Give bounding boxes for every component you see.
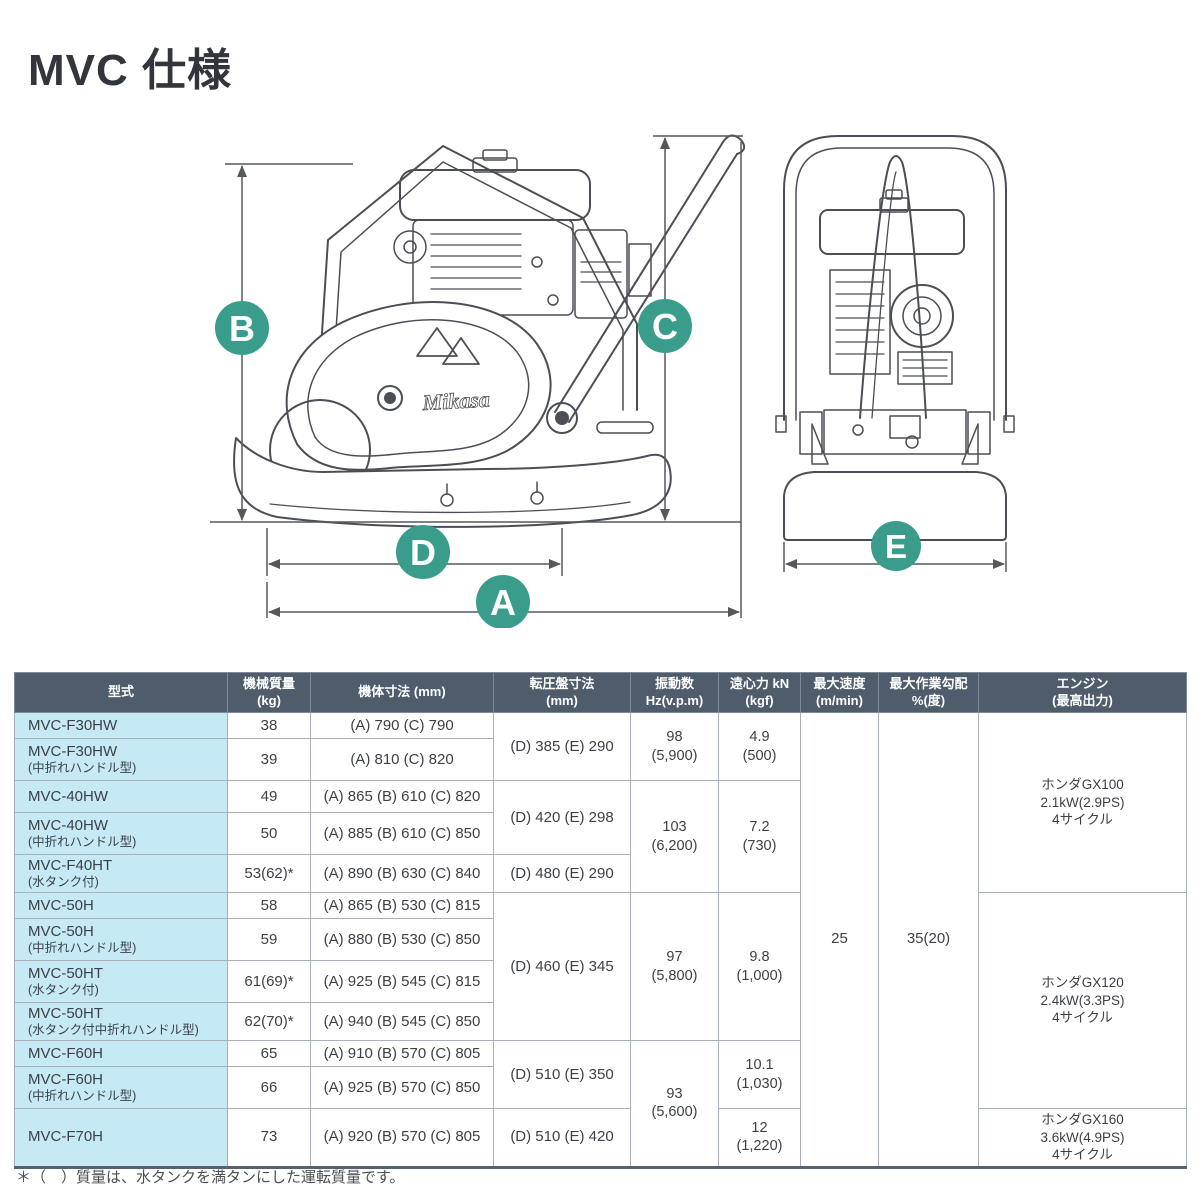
cell-model: MVC-50H(中折れハンドル型) xyxy=(14,918,228,961)
cell-force: 12(1,220) xyxy=(718,1108,801,1168)
cell-vibration: 103(6,200) xyxy=(630,780,719,893)
cell-force: 10.1(1,030) xyxy=(718,1040,801,1109)
cell-body-dims: (A) 885 (B) 610 (C) 850 xyxy=(310,812,494,855)
col-header-plate-dims: 転圧盤寸法(mm) xyxy=(493,672,631,713)
rear-view-svg: E xyxy=(775,135,1015,572)
compactor-side-art xyxy=(233,134,745,528)
cell-vibration: 97(5,800) xyxy=(630,892,719,1041)
cell-plate-dims: (D) 420 (E) 298 xyxy=(493,780,631,855)
cell-plate-dims: (D) 385 (E) 290 xyxy=(493,712,631,781)
table-row: MVC-F70H 73 (A) 920 (B) 570 (C) 805 (D) … xyxy=(14,1108,1187,1168)
cell-mass: 50 xyxy=(227,812,311,855)
cell-mass: 65 xyxy=(227,1040,311,1067)
cell-body-dims: (A) 790 (C) 790 xyxy=(310,712,494,739)
cell-force: 4.9(500) xyxy=(718,712,801,781)
cell-mass: 59 xyxy=(227,918,311,961)
col-header-speed: 最大速度(m/min) xyxy=(800,672,879,713)
table-row: MVC-F40HT(水タンク付) 53(62)* (A) 890 (B) 630… xyxy=(14,854,1187,893)
cell-body-dims: (A) 890 (B) 630 (C) 840 xyxy=(310,854,494,893)
dim-circle-b xyxy=(215,301,269,355)
cell-body-dims: (A) 940 (B) 545 (C) 850 xyxy=(310,1002,494,1041)
cell-body-dims: (A) 920 (B) 570 (C) 805 xyxy=(310,1108,494,1168)
dim-circle-e xyxy=(871,521,921,571)
dim-label-d: D xyxy=(410,532,436,573)
col-header-force: 遠心力 kN(kgf) xyxy=(718,672,801,713)
cell-mass: 49 xyxy=(227,780,311,813)
cell-mass: 39 xyxy=(227,738,311,781)
cell-body-dims: (A) 910 (B) 570 (C) 805 xyxy=(310,1040,494,1067)
dim-label-a: A xyxy=(490,582,516,623)
dim-label-e: E xyxy=(885,528,907,565)
dimension-labels-side: B C D A xyxy=(215,299,692,628)
cell-mass: 53(62)* xyxy=(227,854,311,893)
cell-model: MVC-F60H(中折れハンドル型) xyxy=(14,1066,228,1109)
table-row: MVC-40HW(中折れハンドル型) 50 (A) 885 (B) 610 (C… xyxy=(14,812,1187,855)
cell-model: MVC-40HW xyxy=(14,780,228,813)
dimension-labels-rear: E xyxy=(871,521,921,571)
footnote: ＊（ ）質量は、水タンクを満タンにした運転質量です。 xyxy=(16,1169,405,1186)
cell-mass: 58 xyxy=(227,892,311,919)
col-header-engine: エンジン(最高出力) xyxy=(978,672,1187,713)
table-row: MVC-50H(中折れハンドル型) 59 (A) 880 (B) 530 (C)… xyxy=(14,918,1187,961)
cell-body-dims: (A) 925 (B) 545 (C) 815 xyxy=(310,960,494,1003)
cell-vibration: 98(5,900) xyxy=(630,712,719,781)
cell-model: MVC-50H xyxy=(14,892,228,919)
cell-model: MVC-F40HT(水タンク付) xyxy=(14,854,228,893)
table-row: MVC-F60H(中折れハンドル型) 66 (A) 925 (B) 570 (C… xyxy=(14,1066,1187,1109)
table-row: MVC-40HW 49 (A) 865 (B) 610 (C) 820 (D) … xyxy=(14,780,1187,893)
rear-view-diagram: E xyxy=(770,112,1020,590)
cell-plate-dims: (D) 510 (E) 350 xyxy=(493,1040,631,1109)
dim-label-c: C xyxy=(652,306,678,347)
cell-mass: 61(69)* xyxy=(227,960,311,1003)
cell-force: 9.8(1,000) xyxy=(718,892,801,1041)
page-title: MVC 仕様 xyxy=(28,46,232,95)
cell-model: MVC-50HT(水タンク付中折れハンドル型) xyxy=(14,1002,228,1041)
col-header-model: 型式 xyxy=(14,672,228,713)
cell-body-dims: (A) 925 (B) 570 (C) 850 xyxy=(310,1066,494,1109)
side-view-diagram: B C D A Mikasa xyxy=(185,112,745,628)
cell-mass: 62(70)* xyxy=(227,1002,311,1041)
side-view-svg: B C D A Mikasa xyxy=(210,134,745,628)
col-header-mass: 機械質量(kg) xyxy=(227,672,311,713)
cell-body-dims: (A) 880 (B) 530 (C) 850 xyxy=(310,918,494,961)
cell-plate-dims: (D) 460 (E) 345 xyxy=(493,892,631,1041)
cell-mass: 66 xyxy=(227,1066,311,1109)
cell-body-dims: (A) 865 (B) 530 (C) 815 xyxy=(310,892,494,919)
cell-plate-dims: (D) 510 (E) 420 xyxy=(493,1108,631,1168)
cell-model: MVC-F60H xyxy=(14,1040,228,1067)
dim-label-b: B xyxy=(229,308,255,349)
cell-plate-dims: (D) 480 (E) 290 xyxy=(493,854,631,893)
table-row: MVC-50HT(水タンク付中折れハンドル型) 62(70)* (A) 940 … xyxy=(14,1002,1187,1041)
cell-model: MVC-F30HW xyxy=(14,712,228,739)
cell-body-dims: (A) 865 (B) 610 (C) 820 xyxy=(310,780,494,813)
brand-logo-text: Mikasa xyxy=(421,387,490,416)
cell-speed: 25 xyxy=(800,712,879,1168)
table-row: MVC-50HT(水タンク付) 61(69)* (A) 925 (B) 545 … xyxy=(14,960,1187,1003)
cell-model: MVC-F70H xyxy=(14,1108,228,1168)
col-header-grade: 最大作業勾配%(度) xyxy=(878,672,979,713)
table-row: MVC-F30HW 38 (A) 790 (C) 790 (D) 385 (E)… xyxy=(14,712,1187,1168)
dim-circle-d xyxy=(396,525,450,579)
col-header-body-dims: 機体寸法 (mm) xyxy=(310,672,494,713)
cell-body-dims: (A) 810 (C) 820 xyxy=(310,738,494,781)
dim-circle-c xyxy=(638,299,692,353)
cell-model: MVC-50HT(水タンク付) xyxy=(14,960,228,1003)
cell-mass: 38 xyxy=(227,712,311,739)
cell-mass: 73 xyxy=(227,1108,311,1168)
cell-grade: 35(20) xyxy=(878,712,979,1168)
cell-vibration: 93(5,600) xyxy=(630,1040,719,1168)
cell-model: MVC-40HW(中折れハンドル型) xyxy=(14,812,228,855)
compactor-rear-art xyxy=(775,135,1015,541)
cell-force: 7.2(730) xyxy=(718,780,801,893)
table-row: MVC-F60H 65 (A) 910 (B) 570 (C) 805 (D) … xyxy=(14,1040,1187,1168)
dim-circle-a xyxy=(476,575,530,628)
cell-model: MVC-F30HW(中折れハンドル型) xyxy=(14,738,228,781)
table-row: MVC-50H 58 (A) 865 (B) 530 (C) 815 (D) 4… xyxy=(14,892,1187,1109)
